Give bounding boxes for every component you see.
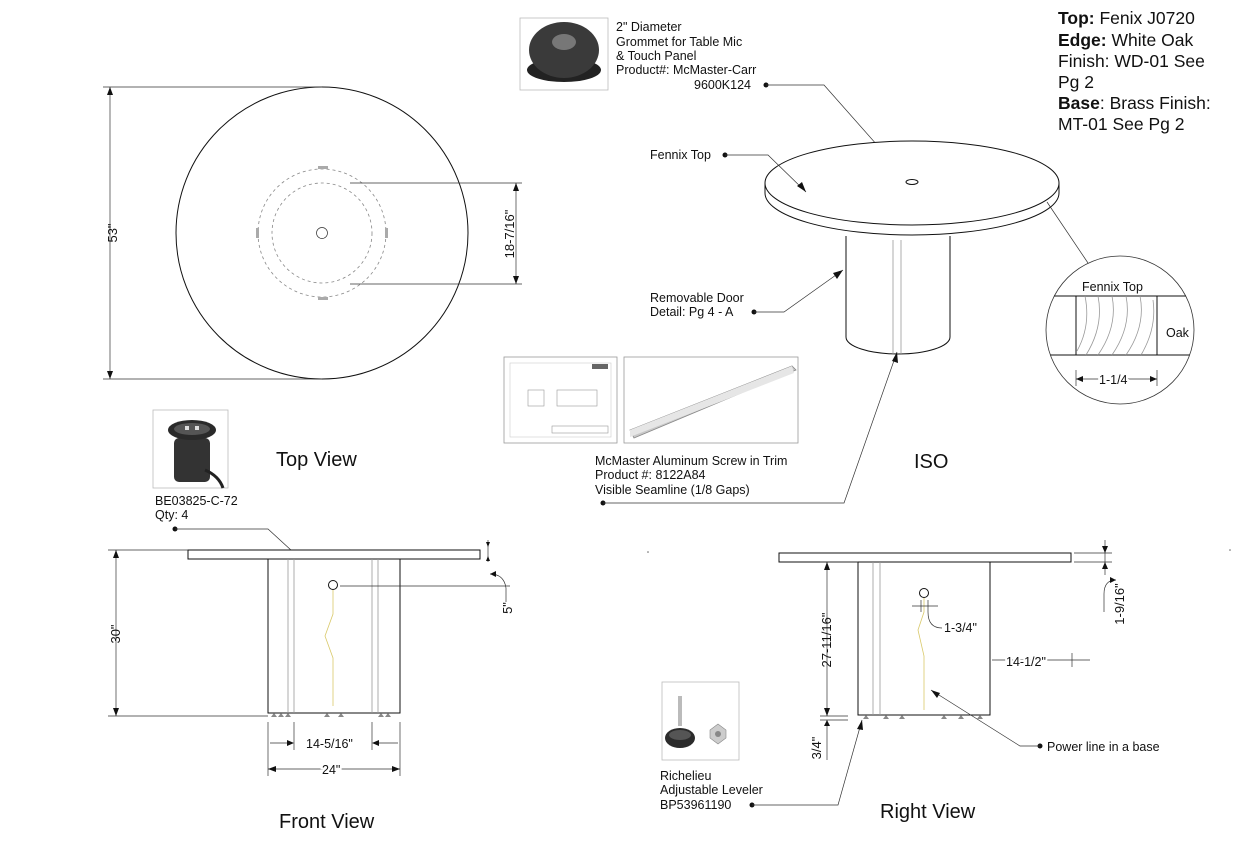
front-power-line — [324, 590, 334, 706]
power-unit-photo — [174, 438, 210, 482]
iso-base — [845, 236, 951, 355]
grommet-text-2: Grommet for Table Mic — [616, 35, 742, 49]
front-view: 30" 5" 14-5/16" 24" Front View — [108, 540, 515, 833]
detail-oak: Oak — [1166, 326, 1190, 340]
spec-block: Top: Fenix J0720 Edge: White Oak Finish:… — [1058, 8, 1211, 134]
leveler-photo-frame — [661, 681, 740, 761]
trim-text-2: Product #: 8122A84 — [595, 468, 706, 482]
trim-text-3: Visible Seamline (1/8 Gaps) — [595, 483, 750, 497]
spec-base-val: : Brass Finish: — [1100, 93, 1211, 113]
leveler-text-2: Adjustable Leveler — [660, 783, 763, 797]
dim-14-5-16: 14-5/16" — [306, 737, 353, 751]
dim-1-3-4: 1-3/4" — [944, 621, 977, 635]
leveler-photo — [678, 696, 682, 726]
grommet-text-1: 2" Diameter — [616, 20, 682, 34]
base-outline-inner — [271, 182, 373, 284]
right-power-line — [917, 598, 925, 710]
dim-27-11-16: 27-11/16" — [819, 612, 834, 667]
iso-title: ISO — [914, 451, 948, 473]
dim-30: 30" — [108, 624, 123, 643]
dim-5: 5" — [500, 602, 515, 614]
grommet-text-3: & Touch Panel — [616, 49, 696, 63]
removable-door-leader — [754, 269, 844, 313]
base-tab — [385, 228, 388, 238]
spec-base-line2: MT-01 See Pg 2 — [1058, 114, 1184, 134]
edge-detail: Fennix Top Oak 1-1/4 — [1045, 255, 1195, 405]
grommet-callout: 2" Diameter Grommet for Table Mic & Touc… — [519, 17, 909, 181]
front-view-title: Front View — [279, 811, 375, 833]
spec-finish-line1: Finish: WD-01 See — [1058, 51, 1205, 71]
base-tab — [256, 228, 259, 238]
trim-leader — [603, 351, 898, 504]
dim-24: 24" — [322, 763, 340, 777]
iso-grommet — [905, 179, 919, 185]
right-view: 27-11/16" 3/4" 1-9/16" 1-3/4" 14-1/2" Po… — [778, 540, 1160, 823]
svg-text:Top: Fenix J0720: Top: Fenix J0720 — [1058, 8, 1195, 28]
table-top-outline — [175, 86, 469, 380]
removable-door-text-2: Detail: Pg 4 - A — [650, 305, 734, 319]
spec-finish-line2: Pg 2 — [1058, 72, 1094, 92]
leveler-text-3: BP53961190 — [660, 798, 731, 812]
removable-door-text-1: Removable Door — [650, 291, 744, 305]
oak-grain — [1076, 295, 1155, 356]
base-tab — [318, 166, 328, 169]
grommet-text-4: Product#: McMaster-Carr — [616, 63, 756, 77]
detail-circle — [1045, 255, 1195, 405]
dim-3-4: 3/4" — [809, 736, 824, 759]
base-outline-outer — [257, 168, 387, 298]
leveler-text-1: Richelieu — [660, 769, 711, 783]
dim-53: 53" — [105, 223, 120, 242]
trim-drawing-thumbnail — [503, 356, 618, 444]
spec-base-key: Base — [1058, 93, 1100, 113]
be03825-text-1: BE03825-C-72 — [155, 494, 238, 508]
dim-1-9-16: 1-9/16" — [1112, 583, 1127, 625]
power-line-leader — [930, 689, 1040, 747]
spec-top-key: Top: — [1058, 8, 1095, 28]
top-view: 53" 18-7/16" Top View — [103, 86, 522, 471]
leveler-leader — [752, 719, 863, 806]
base-tab — [318, 297, 328, 300]
front-top — [187, 549, 481, 560]
fennix-top-label: Fennix Top — [650, 148, 711, 162]
detail-connector — [1046, 201, 1089, 264]
grommet-hole — [316, 227, 328, 239]
be03825-text-2: Qty: 4 — [155, 508, 188, 522]
detail-fennix-top: Fennix Top — [1082, 280, 1143, 294]
svg-text:Edge: White Oak: Edge: White Oak — [1058, 30, 1193, 50]
trim-text-1: McMaster Aluminum Screw in Trim — [595, 454, 787, 468]
dim-14-1-2: 14-1/2" — [1006, 655, 1046, 669]
power-line-label: Power line in a base — [1047, 740, 1160, 754]
top-view-title: Top View — [276, 449, 357, 471]
grommet-text-5: 9600K124 — [694, 78, 751, 92]
right-top — [778, 552, 1072, 563]
right-grommet — [919, 588, 929, 598]
spec-edge-key: Edge: — [1058, 30, 1107, 50]
svg-text:Base: Brass Finish:: Base: Brass Finish: — [1058, 93, 1211, 113]
spec-top-val: Fenix J0720 — [1099, 8, 1195, 28]
leveler-callout: Richelieu Adjustable Leveler BP53961190 — [660, 681, 863, 812]
iso-view: Fennix Top Removable Door Detail: Pg 4 -… — [650, 140, 1089, 473]
trim-callout: McMaster Aluminum Screw in Trim Product … — [503, 351, 898, 506]
dim-18-7-16: 18-7/16" — [502, 209, 517, 258]
front-grommet — [328, 580, 338, 590]
fennix-top-leader — [725, 154, 807, 193]
spec-edge-val: White Oak — [1112, 30, 1194, 50]
right-view-title: Right View — [880, 801, 976, 823]
detail-dim: 1-1/4 — [1099, 373, 1128, 387]
grommet-photo-hole — [552, 34, 576, 50]
